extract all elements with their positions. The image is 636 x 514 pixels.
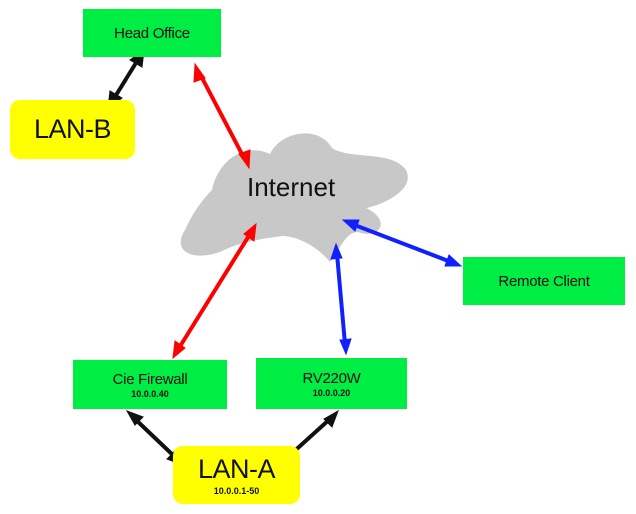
remote-client-node[interactable]: Remote Client (463, 257, 625, 305)
head-office-label: Head Office (114, 24, 190, 42)
remote-client-label: Remote Client (498, 272, 590, 290)
internet-cloud (180, 133, 408, 262)
lan-b-node[interactable]: LAN-B (10, 100, 135, 159)
lan-a-ip: 10.0.0.1-50 (213, 486, 260, 496)
lan-a-label: LAN-A (197, 454, 276, 484)
cie-firewall-label: Cie Firewall (112, 370, 188, 388)
cie-firewall-node[interactable]: Cie Firewall 10.0.0.40 (73, 360, 227, 409)
connection-internet-remote-client (341, 219, 463, 267)
rv220w-label: RV220W (302, 369, 361, 387)
connection-internet-cie-firewall (172, 222, 257, 360)
connection-internet-rv220w (330, 242, 352, 356)
cie-firewall-ip: 10.0.0.40 (131, 388, 169, 399)
lan-b-label: LAN-B (33, 114, 112, 144)
rv220w-node[interactable]: RV220W 10.0.0.20 (256, 358, 407, 409)
lan-a-node[interactable]: LAN-A 10.0.0.1-50 (173, 446, 300, 504)
rv220w-ip: 10.0.0.20 (312, 387, 351, 398)
head-office-node[interactable]: Head Office (83, 9, 221, 57)
connection-head-office-internet (193, 62, 251, 170)
internet-label: Internet (247, 172, 336, 202)
